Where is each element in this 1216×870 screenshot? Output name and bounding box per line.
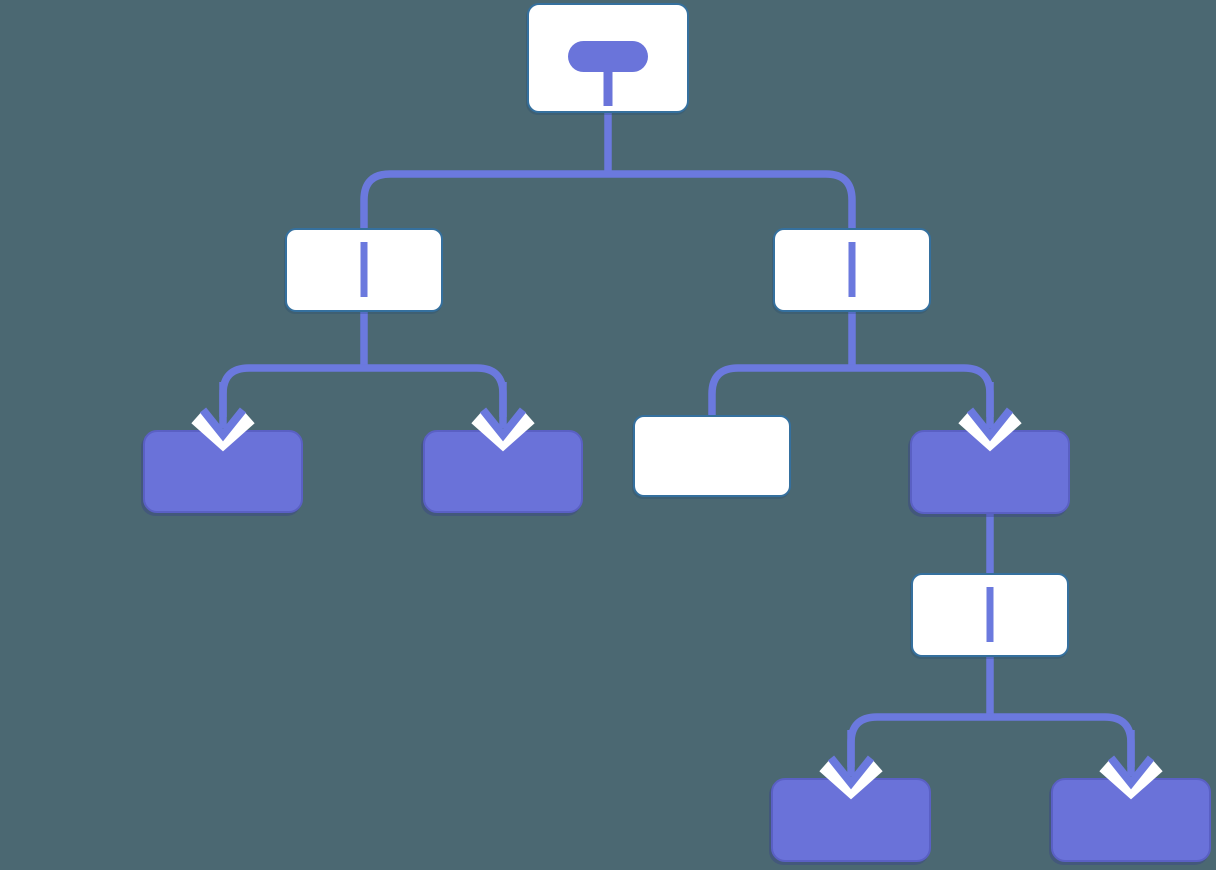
node-branch-right[interactable]: [773, 228, 931, 312]
node-leaf-left-2[interactable]: [423, 430, 583, 513]
node-leaf-bottom-2[interactable]: [1051, 778, 1211, 862]
vertical-divider-icon: [360, 242, 368, 297]
node-leaf-right-purple[interactable]: [910, 430, 1070, 514]
node-root[interactable]: [527, 3, 689, 113]
node-branch-left[interactable]: [285, 228, 443, 312]
vertical-divider-icon: [848, 242, 856, 297]
pill-icon: [568, 41, 648, 72]
vertical-divider-icon: [986, 587, 994, 642]
node-branch-bottom[interactable]: [911, 573, 1069, 657]
node-leaf-right-white[interactable]: [633, 415, 791, 497]
pill-stem-icon: [603, 69, 613, 106]
node-leaf-left-1[interactable]: [143, 430, 303, 513]
node-leaf-bottom-1[interactable]: [771, 778, 931, 862]
